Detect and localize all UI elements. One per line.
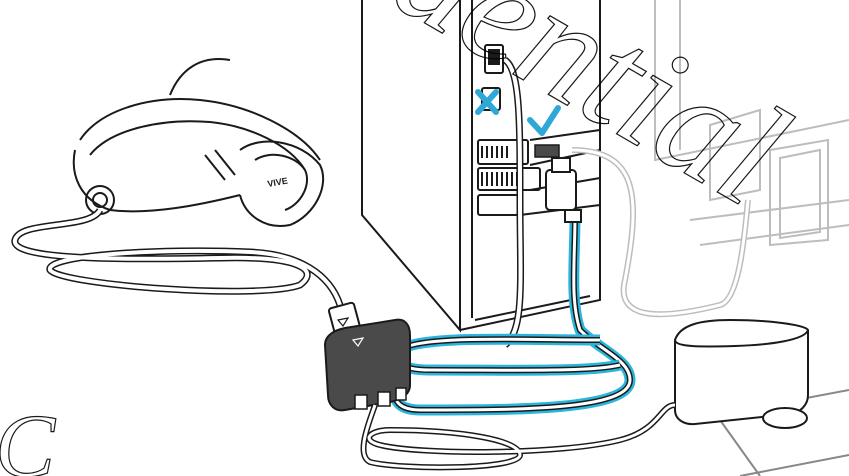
mouse <box>763 408 807 428</box>
link-box <box>325 320 410 411</box>
watermark-fragment: C <box>0 397 56 476</box>
watermark: Confidential <box>80 0 813 237</box>
headset-brand: VIVE <box>267 176 289 189</box>
vr-headset <box>74 59 323 226</box>
